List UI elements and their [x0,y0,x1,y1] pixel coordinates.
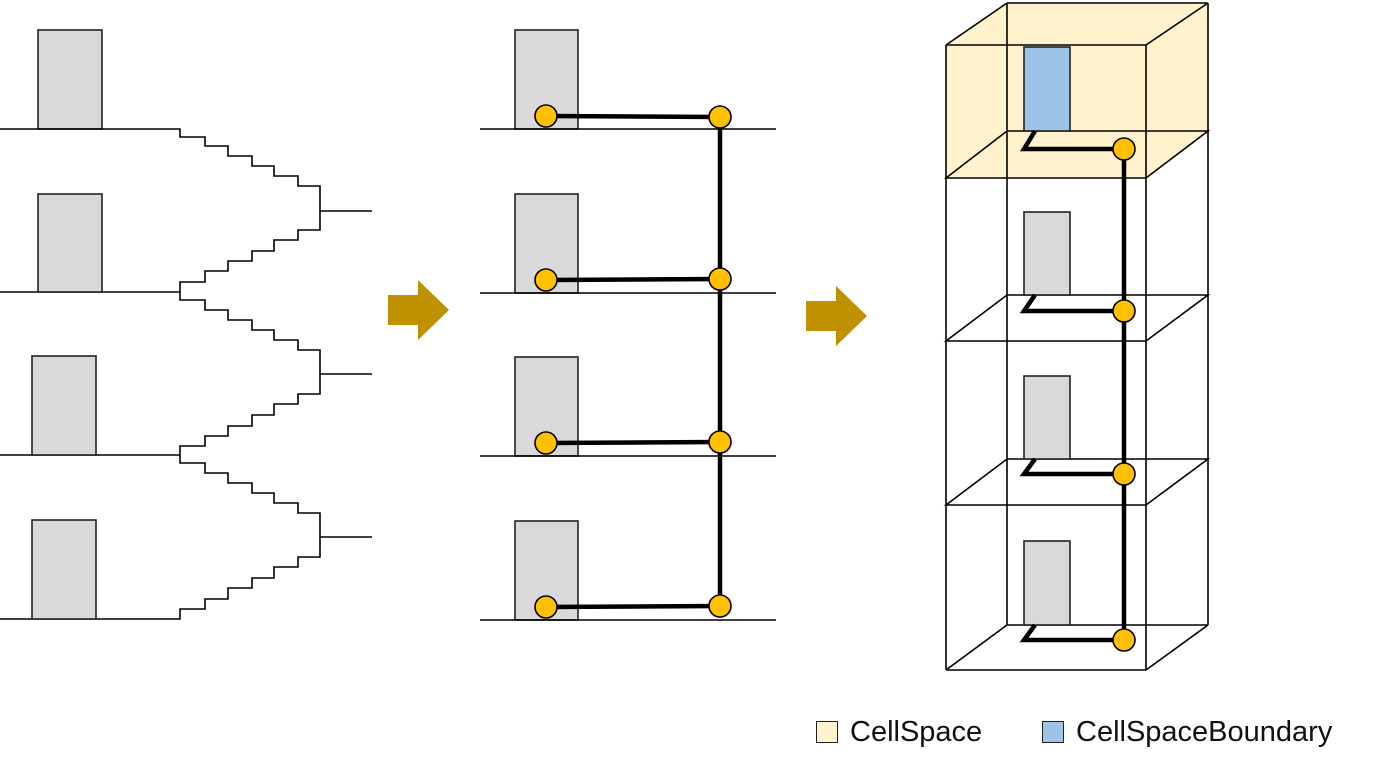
legend-swatch-cellspace [816,721,838,743]
edge-cell-2 [1019,293,1124,314]
node [1112,299,1136,323]
node [534,268,558,292]
stairs-down-3 [179,455,372,538]
stairs-up-2 [0,374,321,456]
panel-network [480,29,776,621]
node [1112,137,1136,161]
legend-label-cellspace: CellSpace [850,715,983,748]
node [534,595,558,619]
edge-h-2 [545,276,721,283]
floor-slab [943,294,1211,342]
node [534,104,558,128]
node [708,430,732,454]
stairs-up-1 [0,211,321,293]
panel-floor-stairs [0,29,372,620]
floor-slab [943,458,1211,506]
arrow-right-icon [388,280,449,340]
cellspace-top [946,3,1208,178]
arrow-right-icon [806,286,867,346]
node [708,267,732,291]
door-floor-2 [37,193,103,293]
legend-swatch-boundary [1042,721,1064,743]
door-floor-3 [31,355,97,456]
door-floor-1 [37,29,103,130]
node [1112,462,1136,486]
node [1112,628,1136,652]
door-cell-4 [1023,540,1071,626]
legend-cellspace: CellSpace [816,714,982,750]
door-cell-3 [1023,375,1071,460]
node [534,431,558,455]
legend-cellspaceboundary: CellSpaceBoundary [1042,714,1332,750]
legend-label-boundary: CellSpaceBoundary [1076,715,1333,748]
edge-h-3 [545,439,721,446]
edge-cell-3 [1019,457,1124,477]
node [708,105,732,129]
edge-h-4 [545,603,721,610]
edge-h-1 [545,113,721,120]
stairs-down-2 [179,292,372,375]
door-cell-2 [1023,211,1071,296]
panel-3d-cells [943,2,1211,671]
node [708,594,732,618]
edge-cell-1 [1019,129,1124,152]
cellspace-boundary-door [1023,46,1071,132]
floor-slab [943,130,1211,179]
edge-cell-4 [1019,623,1124,643]
door-floor-4 [31,519,97,620]
stairs-down-1 [0,128,372,212]
stairs-up-3 [0,537,321,620]
